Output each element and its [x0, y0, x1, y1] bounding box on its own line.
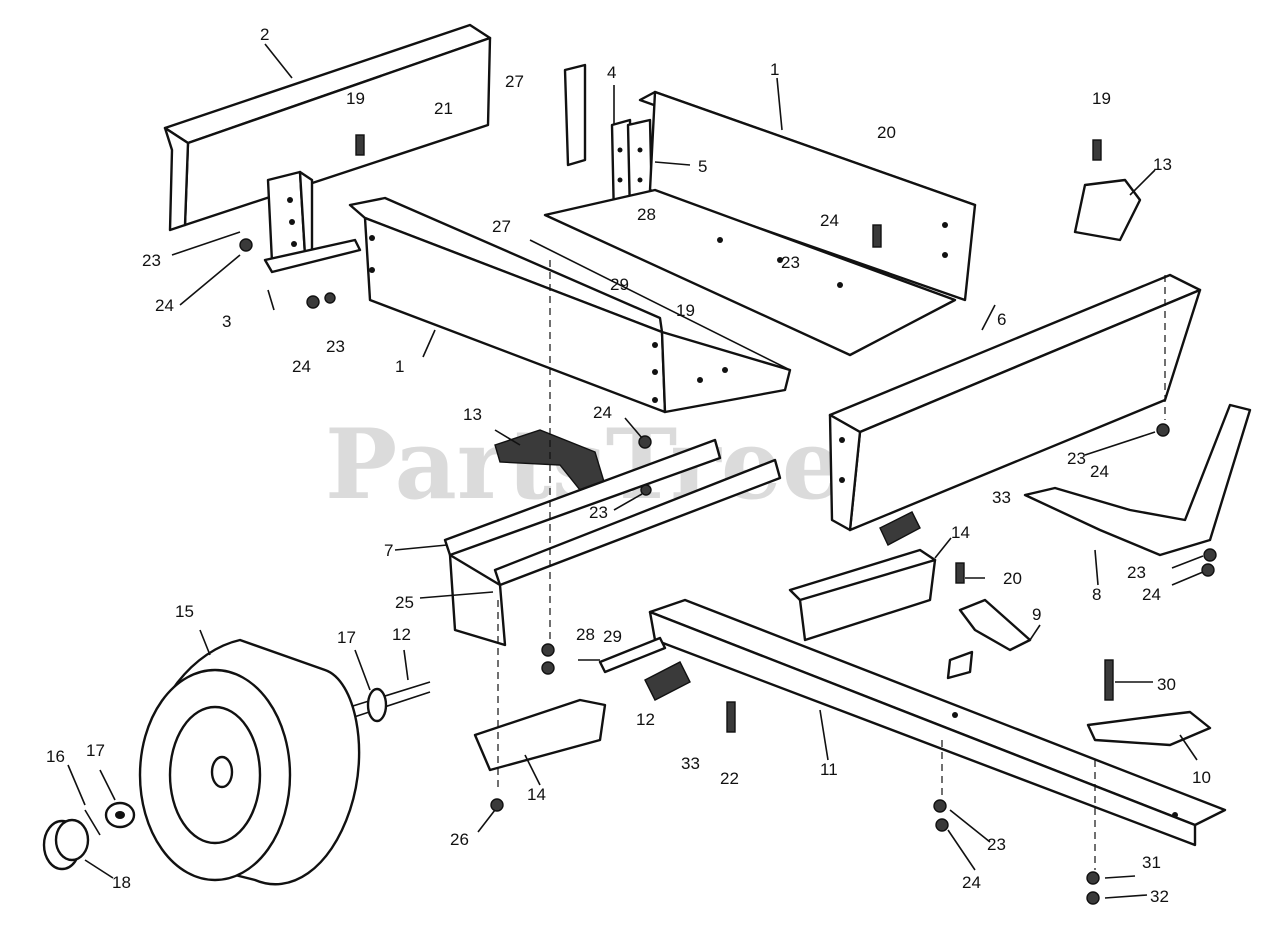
callout-8: 8 — [1092, 585, 1101, 604]
callout-28-lower: 28 — [576, 625, 595, 644]
part-8-brace — [1023, 403, 1252, 557]
callout-19-right: 19 — [1092, 89, 1111, 108]
callout-24-f: 24 — [1142, 585, 1161, 604]
callout-3: 3 — [222, 312, 231, 331]
part-11-axle-beam — [648, 598, 1227, 847]
callout-15: 15 — [175, 602, 194, 621]
callout-13-top: 13 — [1153, 155, 1172, 174]
part-33-rollers — [644, 511, 921, 701]
callout-23-d: 23 — [589, 503, 608, 522]
callout-19-left: 19 — [346, 89, 365, 108]
callout-5: 5 — [698, 157, 707, 176]
callout-23-b: 23 — [326, 337, 345, 356]
part-12-axle — [339, 636, 667, 723]
callout-17-washer: 17 — [86, 741, 105, 760]
callout-11: 11 — [820, 760, 838, 779]
leader-lines — [67, 43, 1204, 899]
callout-12-axle: 12 — [392, 625, 411, 644]
callout-12-rod: 12 — [636, 710, 655, 729]
callout-30: 30 — [1157, 675, 1176, 694]
callout-17-axle: 17 — [337, 628, 356, 647]
part-1-left-box — [348, 196, 792, 414]
callout-21: 21 — [434, 99, 453, 118]
callout-1-right: 1 — [770, 60, 779, 79]
callouts: 2 1 1 3 4 5 6 7 8 9 10 11 12 12 13 13 14… — [46, 25, 1211, 906]
callout-2: 2 — [260, 25, 269, 44]
part-9-lever — [946, 598, 1032, 680]
callout-29-top: 29 — [610, 275, 629, 294]
callout-20-lower: 20 — [1003, 569, 1022, 588]
callout-23-f: 23 — [1127, 563, 1146, 582]
callout-22: 22 — [720, 769, 739, 788]
callout-24-g: 24 — [962, 873, 981, 892]
callout-31: 31 — [1142, 853, 1161, 872]
callout-32: 32 — [1150, 887, 1169, 906]
callout-24-a: 24 — [155, 296, 174, 315]
callout-14-left: 14 — [527, 785, 546, 804]
part-2-rear-channel — [163, 23, 492, 232]
callout-33-upper: 33 — [992, 488, 1011, 507]
callout-29-lower: 29 — [603, 627, 622, 646]
callout-25: 25 — [395, 593, 414, 612]
part-3-left-bracket — [263, 170, 362, 274]
callout-18: 18 — [112, 873, 131, 892]
callout-1-left: 1 — [395, 357, 404, 376]
assembly-lines — [497, 260, 1166, 870]
callout-23-g: 23 — [987, 835, 1006, 854]
part-1-right-box — [543, 90, 977, 357]
callout-23-c: 23 — [781, 253, 800, 272]
part-15-wheel — [138, 638, 361, 886]
callout-28-top: 28 — [637, 205, 656, 224]
part-13-top-bracket — [1073, 178, 1142, 242]
callout-33-lower: 33 — [681, 754, 700, 773]
callout-9: 9 — [1032, 605, 1041, 624]
callout-16: 16 — [46, 747, 65, 766]
callout-27-mid: 27 — [492, 217, 511, 236]
callout-7: 7 — [384, 541, 393, 560]
callout-24-b: 24 — [292, 357, 311, 376]
part-7-channel — [443, 438, 782, 647]
callout-26: 26 — [450, 830, 469, 849]
callout-27-top: 27 — [505, 72, 524, 91]
part-14-hangers — [473, 548, 937, 772]
callout-24-c: 24 — [820, 211, 839, 230]
callout-24-e: 24 — [1090, 462, 1109, 481]
fasteners — [239, 134, 1217, 905]
callout-4: 4 — [607, 63, 616, 82]
callout-14-right: 14 — [951, 523, 970, 542]
part-18-hubcap — [42, 801, 136, 871]
callout-23-e: 23 — [1067, 449, 1086, 468]
callout-19-center: 19 — [676, 301, 695, 320]
callout-24-d: 24 — [593, 403, 612, 422]
callout-13-lower: 13 — [463, 405, 482, 424]
callout-6: 6 — [997, 310, 1006, 329]
callout-10: 10 — [1192, 768, 1211, 787]
callout-20-top: 20 — [877, 123, 896, 142]
part-10-bracket — [1086, 710, 1212, 747]
callout-23-a: 23 — [142, 251, 161, 270]
